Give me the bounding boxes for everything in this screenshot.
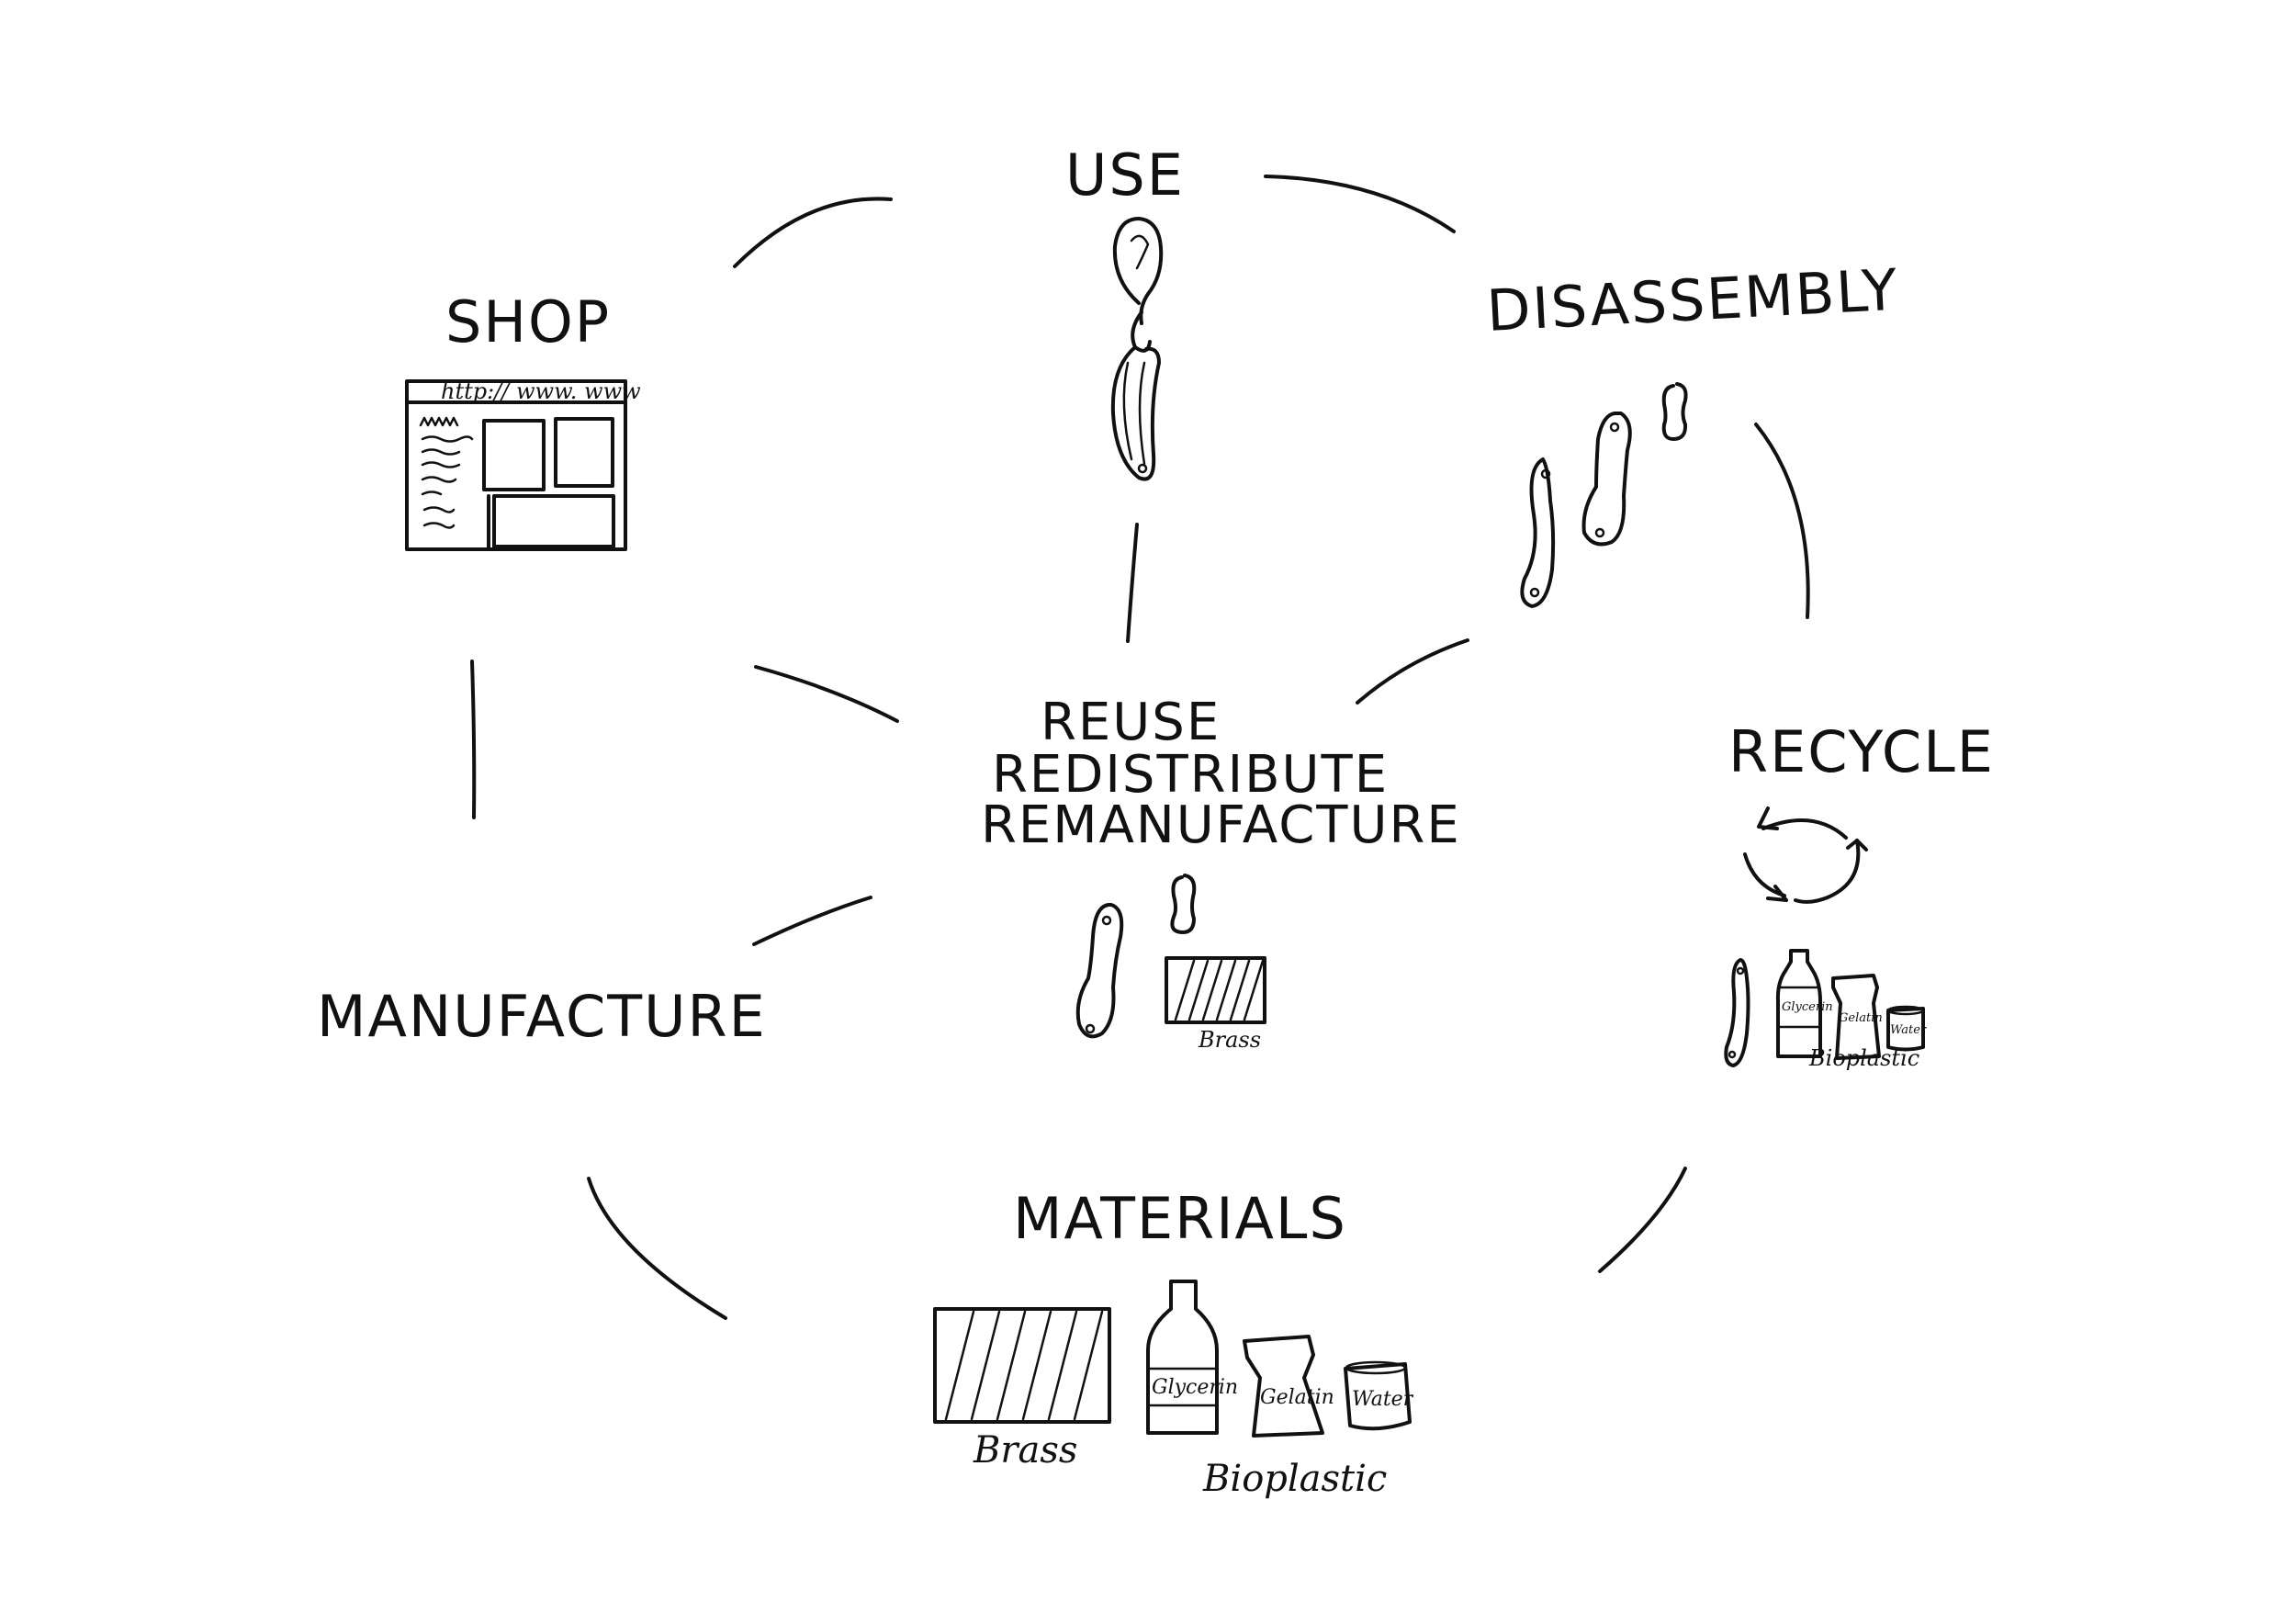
center-reuse: REUSE — [1041, 693, 1221, 752]
center-materials-group: Brass — [1075, 874, 1266, 1053]
materials-bioplastic-label: Bioplastic — [1202, 1458, 1387, 1500]
stage-disassembly: DISASSEMBLY — [1485, 256, 1900, 344]
spoke-disassembly — [1356, 638, 1469, 705]
recycle-arrows-icon — [1743, 806, 1868, 904]
browser-url: http:// www. www — [441, 378, 641, 404]
recycle-gelatin-label: Gelatin — [1839, 1011, 1883, 1025]
center-remanufacture: REMANUFACTURE — [981, 795, 1461, 855]
stage-materials: MATERIALS — [1013, 1185, 1347, 1252]
arc-use-disassembly — [1264, 175, 1456, 233]
ear-earring-icon — [1110, 217, 1164, 481]
spoke-manufacture — [752, 896, 872, 946]
disassembled-pieces-icon — [1520, 382, 1688, 608]
materials-gelatin-label: Gelatin — [1260, 1386, 1334, 1409]
materials-glycerin-label: Glycerin — [1152, 1376, 1238, 1399]
line-shop-manufacture — [470, 660, 477, 819]
browser-window-icon: http:// www. www — [405, 378, 641, 551]
center-spokes — [752, 523, 1469, 946]
center-brass-hatching — [1174, 959, 1265, 1021]
spoke-use — [1126, 523, 1139, 643]
arc-manufacture-materials — [587, 1177, 727, 1320]
materials-water-label: Water — [1352, 1388, 1414, 1411]
materials-group: Brass Glycerin Gelatin Water Bioplastic — [933, 1280, 1414, 1500]
spoke-shop — [754, 665, 899, 723]
arc-shop-use — [733, 197, 893, 268]
recycle-bioplastic-label: Bioplastic — [1808, 1045, 1919, 1071]
arc-disassembly-recycle — [1754, 423, 1810, 619]
stage-shop: SHOP — [445, 288, 611, 355]
stage-use: USE — [1065, 141, 1185, 209]
recycle-water-label: Water — [1890, 1023, 1927, 1037]
cycle-arcs — [470, 175, 1810, 1320]
stage-recycle: RECYCLE — [1728, 718, 1995, 785]
arc-recycle-materials — [1598, 1167, 1687, 1273]
stage-manufacture: MANUFACTURE — [317, 983, 767, 1050]
center-brass-label: Brass — [1198, 1027, 1261, 1053]
recycle-glycerin-label: Glycerin — [1782, 1000, 1833, 1014]
brass-hatching — [944, 1310, 1104, 1421]
recycle-materials-group: Glycerin Gelatin Water Bioplastic — [1724, 949, 1927, 1071]
materials-brass-label: Brass — [973, 1429, 1077, 1472]
center-redistribute: REDISTRIBUTE — [992, 745, 1389, 805]
